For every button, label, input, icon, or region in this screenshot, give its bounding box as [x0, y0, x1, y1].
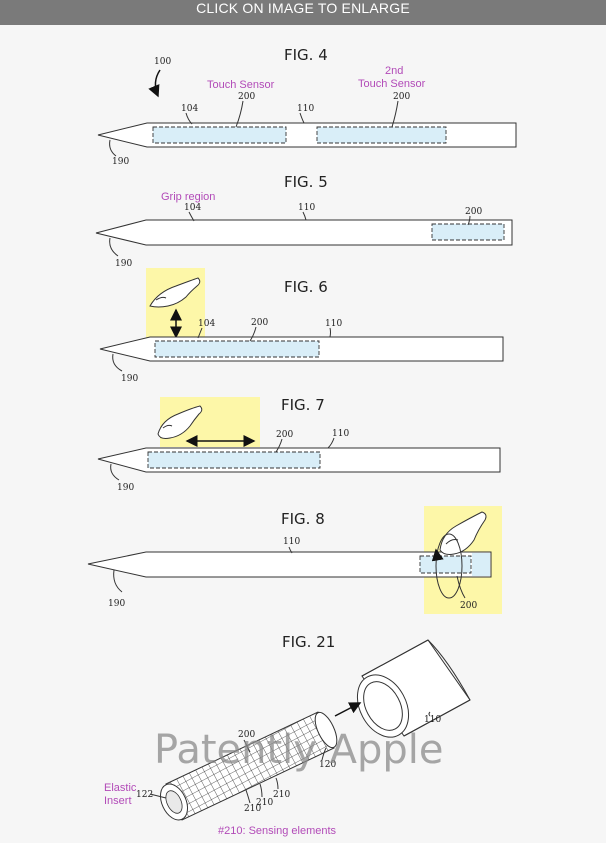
- fig8-leader-190: [113, 569, 123, 593]
- fig6-leader-190: [112, 353, 123, 372]
- fig7-finger: [157, 405, 203, 439]
- fig5-ref-104: 104: [184, 203, 201, 213]
- fig21-ref-110: 110: [424, 715, 441, 725]
- fig21-insert-arrow: [334, 702, 362, 717]
- fig4-ref-110: 110: [297, 104, 314, 114]
- fig21: FIG. 21 110 200 120 210 210 210 122: [104, 633, 471, 837]
- fig4-leader-arrow: [148, 69, 161, 98]
- fig8-sensor-tip-fill: [472, 553, 490, 576]
- fig4-leaders: [185, 100, 399, 128]
- fig21-caption-sensing-elements: #210: Sensing elements: [218, 825, 337, 837]
- fig21-ref-122: 122: [136, 790, 153, 800]
- fig5-touch-sensor: [431, 223, 505, 241]
- fig4: FIG. 4 100 Touch Sensor 200 2nd Touch Se…: [97, 46, 517, 167]
- fig21-ref-120: 120: [319, 760, 336, 770]
- fig4-leader-190: [109, 139, 117, 157]
- fig4-ref-104: 104: [181, 104, 198, 114]
- fig21-leader-122: [149, 793, 167, 799]
- fig6-finger: [149, 277, 201, 308]
- fig7-ref-110: 110: [332, 429, 349, 439]
- fig7-ref-200: 200: [276, 430, 293, 440]
- fig21-ref-200: 200: [238, 730, 255, 740]
- fig8-ref-190: 190: [108, 599, 125, 609]
- fig21-label-elastic: Elastic: [104, 782, 137, 794]
- fig4-ref-190: 190: [112, 157, 129, 167]
- fig7-title: FIG. 7: [281, 396, 325, 414]
- fig21-leaders-210: [245, 777, 279, 804]
- fig8-ref-110: 110: [283, 537, 300, 547]
- fig4-title: FIG. 4: [284, 46, 328, 64]
- fig7-ref-190: 190: [117, 483, 134, 493]
- fig8-ref-200: 200: [460, 601, 477, 611]
- fig5-ref-110: 110: [298, 203, 315, 213]
- fig6-ref-200: 200: [251, 318, 268, 328]
- fig5-ref-190: 190: [115, 259, 132, 269]
- fig8-stylus: [87, 551, 492, 578]
- fig7-fingernail: [162, 424, 173, 429]
- fig8-rotation-arrow: [431, 548, 444, 562]
- enlarge-banner[interactable]: CLICK ON IMAGE TO ENLARGE: [0, 0, 606, 25]
- fig4-second-touch-sensor: [316, 126, 447, 144]
- fig4-touch-sensor: [152, 126, 287, 144]
- fig8-leader-200: [456, 575, 466, 599]
- fig4-label-touch-sensor: Touch Sensor: [207, 79, 275, 91]
- fig21-ref-210a: 210: [244, 804, 261, 814]
- fig6-leaders: [197, 326, 331, 342]
- fig5-stylus: [95, 219, 513, 246]
- fig5: FIG. 5 Grip region 104 110 200 190: [95, 173, 513, 269]
- fig8-title: FIG. 8: [281, 510, 325, 528]
- fig8-leader-110: [288, 546, 293, 554]
- fig8-rotation-ellipse: [435, 533, 463, 599]
- fig7: FIG. 7 200 110 190: [97, 396, 501, 493]
- fig7-touch-sensor: [147, 451, 321, 469]
- fig5-ref-200: 200: [465, 207, 482, 217]
- fig4-ref-100: 100: [154, 57, 171, 67]
- fig21-leader-120: [321, 747, 327, 761]
- fig5-leader-190: [109, 237, 119, 257]
- fig7-leader-190: [110, 463, 120, 481]
- fig5-title: FIG. 5: [284, 173, 328, 191]
- fig21-leader-200: [243, 739, 251, 753]
- fig6-ref-110: 110: [325, 319, 342, 329]
- fig4-ref-200b: 200: [393, 92, 410, 102]
- fig6: FIG. 6 104 200 110 190: [99, 268, 504, 384]
- fig21-label-insert: Insert: [104, 795, 132, 807]
- fig4-ref-200a: 200: [238, 92, 255, 102]
- fig21-title: FIG. 21: [282, 633, 335, 651]
- fig21-leader-110: [428, 711, 431, 717]
- fig5-label-grip-region: Grip region: [161, 191, 215, 203]
- fig8-finger: [439, 511, 487, 555]
- fig6-title: FIG. 6: [284, 278, 328, 296]
- fig6-touch-sensor: [154, 340, 320, 358]
- fig4-label-2nd-touch-sensor: Touch Sensor: [358, 78, 426, 90]
- fig21-sensing-sleeve: [159, 711, 338, 821]
- fig8-touch-sensor: [419, 555, 472, 574]
- fig6-ref-190: 190: [121, 374, 138, 384]
- watermark-patently-apple: Patently Apple: [154, 727, 444, 773]
- fig7-leaders: [275, 437, 335, 453]
- fig21-outer-barrel: [356, 639, 471, 738]
- fig21-ref-210c: 210: [273, 790, 290, 800]
- fig4-label-2nd: 2nd: [385, 65, 403, 77]
- fig5-leaders: [188, 211, 471, 226]
- fig8: FIG. 8 110 200 190: [87, 506, 502, 614]
- fig6-ref-104: 104: [198, 319, 215, 329]
- fig6-fingernail: [155, 296, 167, 301]
- fig21-ref-210b: 210: [256, 798, 273, 808]
